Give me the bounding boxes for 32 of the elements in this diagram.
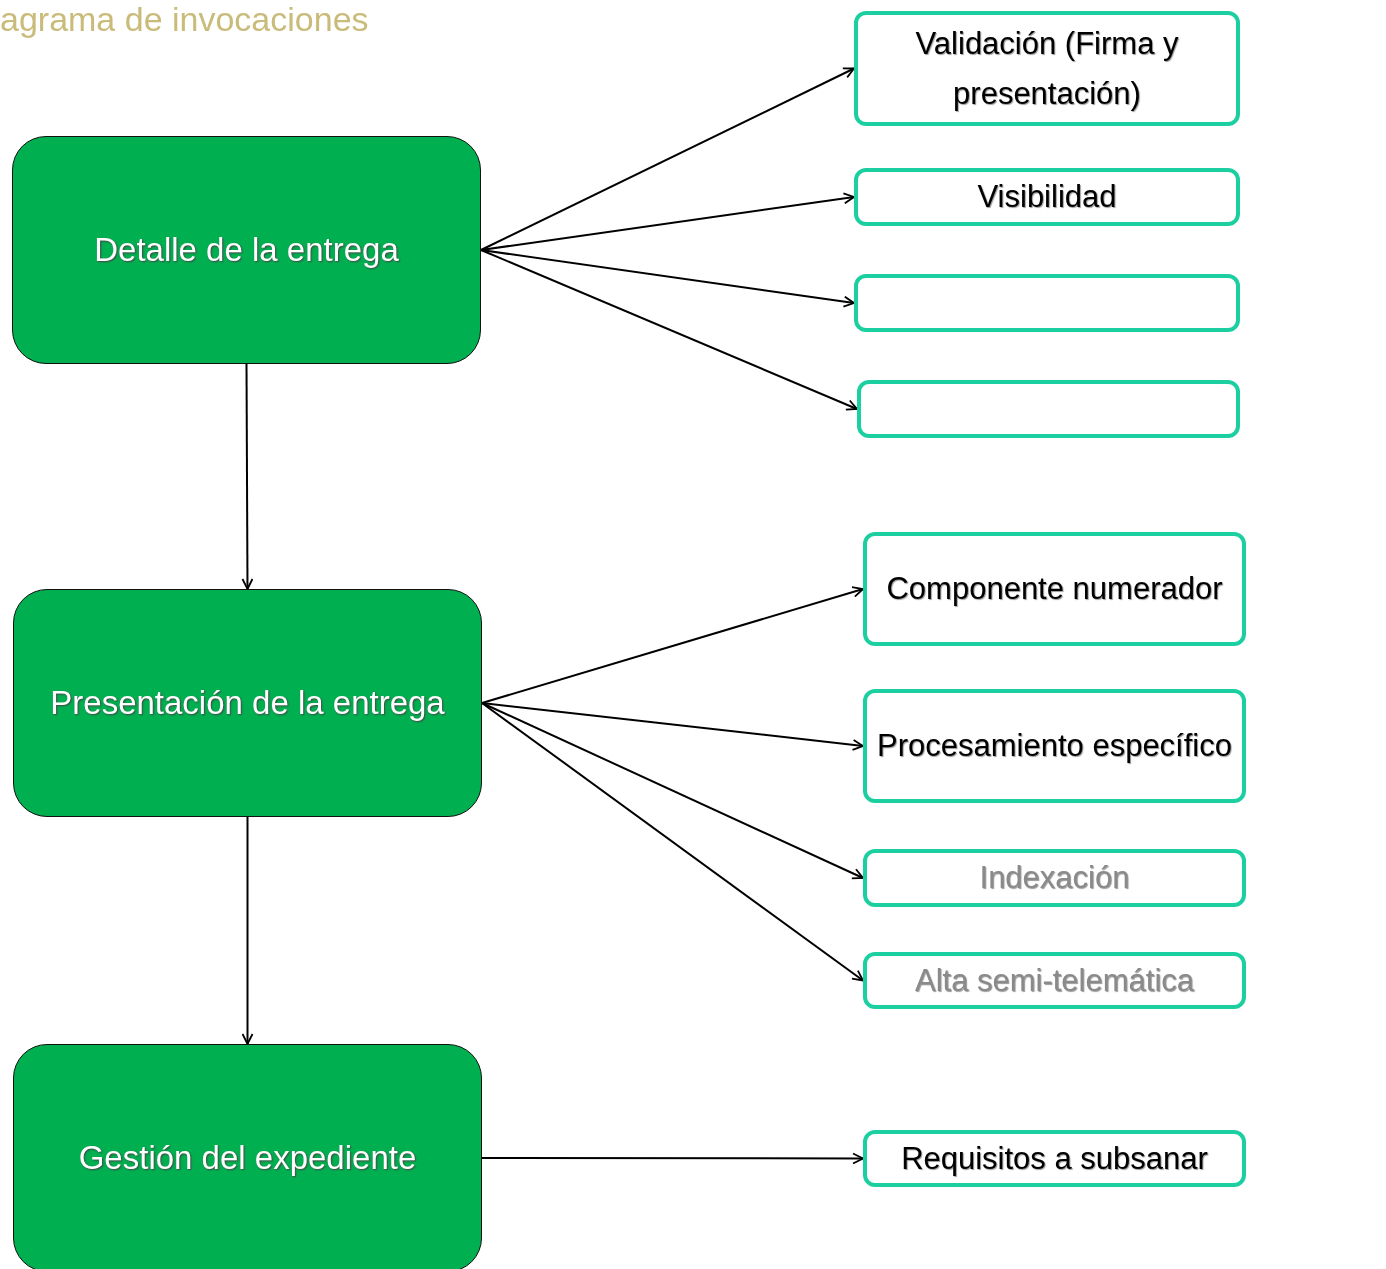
- component-box: [863, 952, 1246, 1009]
- arrow: [480, 67, 855, 251]
- box-label: Validación (Firma y presentación): [914, 24, 1180, 113]
- component-box: [857, 380, 1240, 438]
- component-box: [854, 11, 1240, 126]
- component-box: [854, 168, 1240, 226]
- component-box: [863, 532, 1246, 646]
- process-box: [13, 1044, 482, 1269]
- box-label: Componente numerador: [886, 570, 1223, 609]
- arrow: [481, 586, 864, 704]
- box-label: Gestión del expediente: [78, 1139, 417, 1177]
- arrow: [480, 249, 855, 308]
- box-label: Presentación de la entrega: [50, 684, 445, 722]
- box-label: Alta semi-telemática: [914, 961, 1195, 1000]
- process-box: [13, 589, 482, 817]
- arrow: [481, 1152, 864, 1165]
- arrow: [480, 249, 858, 411]
- component-box: [854, 274, 1240, 332]
- diagram-title: agrama de invocaciones: [0, 0, 369, 39]
- component-box: [863, 849, 1246, 907]
- box-label: Indexación: [979, 859, 1130, 898]
- arrow: [241, 363, 254, 590]
- component-box: [863, 1130, 1246, 1187]
- box-label: Requisitos a subsanar: [901, 1139, 1208, 1178]
- arrow: [241, 816, 254, 1045]
- box-label: Procesamiento específico: [877, 727, 1232, 766]
- arrow: [481, 702, 864, 982]
- box-label: Detalle de la entrega: [94, 231, 399, 269]
- arrow: [481, 702, 864, 880]
- process-box: [12, 136, 481, 364]
- component-box: [863, 689, 1246, 803]
- box-label: Visibilidad: [977, 178, 1117, 217]
